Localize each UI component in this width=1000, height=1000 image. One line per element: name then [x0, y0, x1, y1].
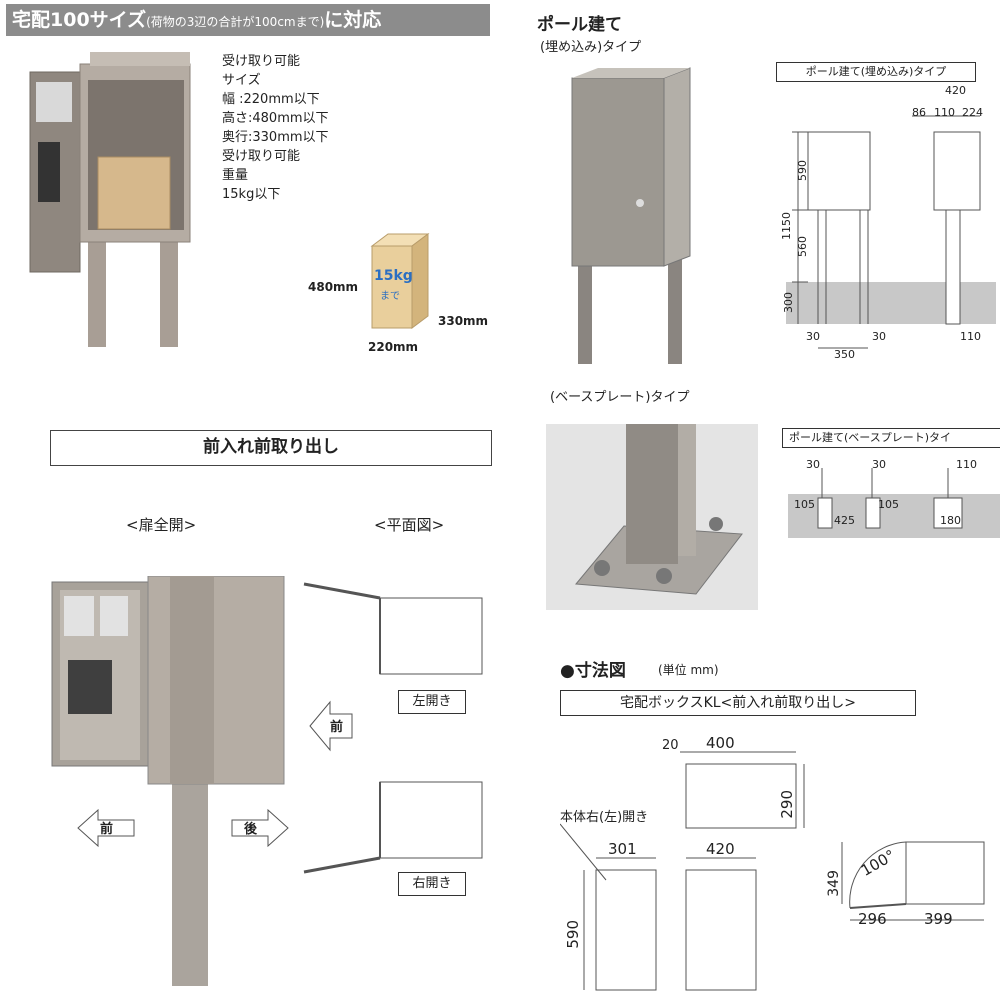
door-open-photo — [51, 576, 285, 986]
dim-350: 350 — [834, 348, 855, 361]
product-dimension-diagram — [560, 751, 985, 991]
dim-plan-296: 296 — [858, 910, 887, 928]
dim-30-right: 30 — [872, 330, 886, 343]
plan-front-arrow-label: 前 — [330, 720, 344, 735]
pole-embed-photo — [571, 67, 691, 364]
right-open-label: 右開き — [398, 872, 466, 896]
spec-line: 受け取り可能 — [222, 149, 301, 164]
base-dim-30-left: 30 — [806, 458, 820, 471]
header-title: 宅配100サイズ(荷物の3辺の合計が100cmまで)に対応 — [6, 4, 490, 36]
spec-line: 15kg以下 — [222, 187, 281, 202]
header-title-note: (荷物の3辺の合計が100cmまで) — [146, 15, 325, 29]
dim-560: 560 — [796, 236, 809, 257]
dim-224: 224 — [962, 106, 983, 119]
dim-300: 300 — [782, 292, 795, 313]
spec-line: 幅 :220mm以下 — [222, 92, 320, 107]
pole-embed-type: (埋め込み)タイプ — [540, 40, 642, 55]
parcel-width-label: 220mm — [368, 340, 419, 354]
pole-base-photo — [546, 424, 758, 610]
door-full-open-label: <扉全開> — [126, 516, 197, 534]
plan-left-open-diagram — [303, 582, 483, 675]
dim-110: 110 — [934, 106, 955, 119]
base-dim-180: 180 — [940, 514, 961, 527]
dim-420: 420 — [945, 84, 966, 97]
header-title-main: 宅配100サイズ — [12, 9, 147, 31]
base-dim-105-right: 105 — [878, 498, 899, 511]
dim-top-20: 20 — [662, 738, 679, 753]
base-dim-105-left: 105 — [794, 498, 815, 511]
front-arrow-icon — [77, 808, 135, 848]
back-arrow-icon — [231, 808, 289, 848]
front-banner: 前入れ前取り出し — [50, 430, 492, 466]
base-dim-110: 110 — [956, 458, 977, 471]
parcel-height-label: 480mm — [308, 280, 359, 294]
header-title-tail: に対応 — [324, 9, 382, 31]
plan-view-label: <平面図> — [374, 516, 445, 534]
plan-front-arrow-icon — [309, 700, 353, 752]
left-open-label: 左開き — [398, 690, 466, 714]
base-dim-30-right: 30 — [872, 458, 886, 471]
dim-side-420: 420 — [706, 840, 735, 858]
dim-top-290: 290 — [778, 790, 796, 819]
dim-110-pole: 110 — [960, 330, 981, 343]
dim-1150: 1150 — [780, 212, 793, 240]
back-arrow-label: 後 — [244, 822, 258, 837]
body-open-label: 本体右(左)開き — [560, 810, 649, 825]
dim-30-left: 30 — [806, 330, 820, 343]
spec-line: 重量 — [222, 168, 249, 183]
spec-line: 奥行:330mm以下 — [222, 130, 329, 145]
mailbox-open-photo — [29, 52, 191, 347]
dim-590: 590 — [796, 160, 809, 181]
base-dim-425: 425 — [834, 514, 855, 527]
parcel-weight: 15kg — [374, 268, 413, 284]
dim-front-301: 301 — [608, 840, 637, 858]
pole-embed-diagram-label: ポール建て(埋め込み)タイプ — [776, 62, 976, 82]
dim-plan-399: 399 — [924, 910, 953, 928]
spec-line: サイズ — [222, 73, 261, 88]
dim-front-590: 590 — [564, 920, 582, 949]
pole-title: ポール建て — [537, 15, 622, 35]
pole-embed-diagram — [786, 115, 996, 349]
dim-86: 86 — [912, 106, 926, 119]
parcel-depth-label: 330mm — [438, 314, 489, 328]
front-arrow-label: 前 — [100, 822, 114, 837]
dimension-unit: (単位 mm) — [658, 663, 719, 677]
dim-top-400: 400 — [706, 734, 735, 752]
spec-list: 受け取り可能 サイズ 幅 :220mm以下 高さ:480mm以下 奥行:330m… — [222, 52, 329, 204]
spec-line: 受け取り可能 — [222, 54, 301, 69]
dimension-title: ●寸法図 — [560, 661, 626, 681]
pole-base-diagram-label: ポール建て(ベースプレート)タイ — [782, 428, 1000, 448]
product-name: 宅配ボックスKL<前入れ前取り出し> — [560, 690, 916, 716]
plan-right-open-diagram — [303, 781, 483, 874]
pole-base-type: (ベースプレート)タイプ — [550, 390, 690, 405]
parcel-weight-unit: まで — [380, 291, 400, 302]
parcel-box-icon — [370, 233, 430, 329]
pole-base-diagram — [788, 468, 1000, 538]
dim-plan-349: 349 — [826, 870, 842, 897]
spec-line: 高さ:480mm以下 — [222, 111, 329, 126]
